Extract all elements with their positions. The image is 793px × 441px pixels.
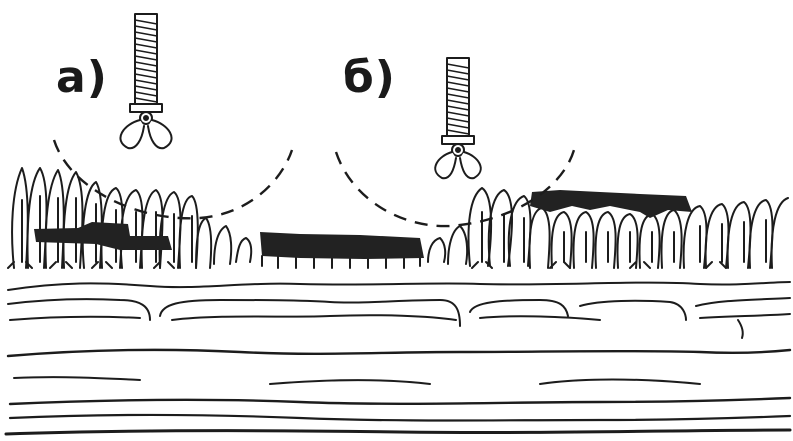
resection-arc-a — [54, 140, 292, 218]
villus — [552, 212, 572, 268]
villus — [684, 206, 707, 268]
villus — [662, 210, 682, 268]
layer-line — [738, 320, 743, 338]
villus — [28, 168, 47, 268]
villus — [469, 188, 492, 266]
villus — [728, 202, 751, 268]
layer-line — [10, 398, 790, 404]
resection-margins — [54, 140, 574, 226]
villus — [772, 198, 788, 268]
villus — [706, 204, 729, 268]
villus — [574, 212, 594, 268]
villus — [596, 212, 616, 268]
villus — [64, 172, 83, 268]
layer-line — [6, 430, 790, 434]
forceps-b-jaw-right — [460, 152, 481, 178]
forceps-a-jaw-right — [148, 120, 172, 148]
panel-label-a: а) — [56, 56, 108, 100]
villus — [12, 168, 28, 268]
villus — [640, 214, 660, 268]
villus — [618, 214, 638, 268]
layer-line — [10, 314, 790, 320]
layer-line — [8, 350, 790, 356]
panel-label-b: б) — [343, 56, 396, 100]
lesion-a — [34, 222, 172, 250]
villus — [750, 200, 773, 268]
layer-line — [10, 415, 790, 421]
endoscopic-forceps-icon — [120, 14, 171, 148]
layer-line — [8, 298, 790, 326]
villus — [236, 238, 251, 262]
endoscopic-forceps-icon — [435, 58, 480, 178]
lesion-excised — [260, 232, 424, 259]
forceps-a-jaw-left — [120, 120, 144, 148]
layer-line — [8, 282, 790, 290]
villus — [46, 170, 64, 268]
villus — [530, 208, 550, 268]
layer-line — [14, 377, 700, 384]
villus — [448, 226, 467, 264]
villus — [180, 196, 198, 268]
villus — [214, 226, 231, 264]
tissue-layers — [6, 282, 790, 434]
villus — [428, 238, 445, 262]
forceps-b-jaw-left — [435, 152, 456, 178]
